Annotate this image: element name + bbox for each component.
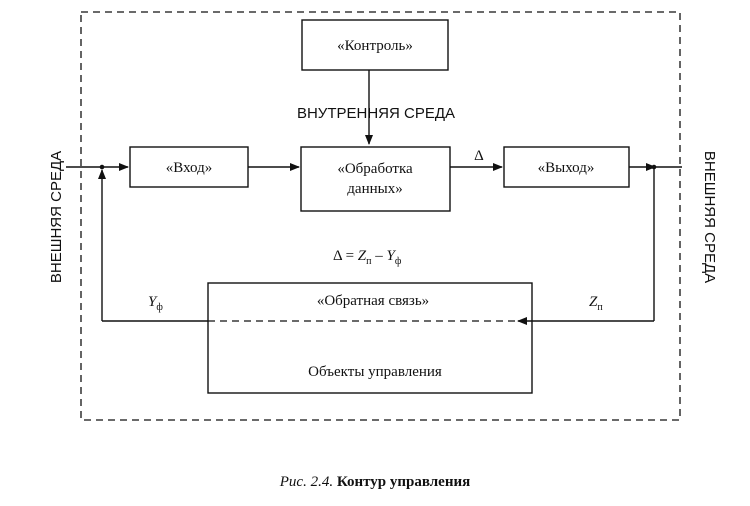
yf-sub: ф [156, 302, 163, 313]
internal-environment-border [80, 11, 681, 421]
control-objects-label: Объекты управления [308, 364, 442, 380]
processing-block [300, 146, 451, 212]
control-block-label: «Контроль» [337, 38, 413, 54]
processing-block-label-line2: данных» [347, 181, 402, 197]
yf-label: Yф [148, 294, 163, 313]
caption-title: Контур управления [333, 474, 470, 490]
output-block-label: «Выход» [538, 160, 595, 176]
formula-lhs: Δ = [333, 248, 358, 264]
delta-label: Δ [474, 148, 484, 164]
control-block [301, 19, 449, 71]
caption-prefix: Рис. 2.4. [279, 474, 333, 490]
output-block [503, 146, 630, 188]
figure-caption: Рис. 2.4. Контур управления [279, 474, 470, 490]
external-environment-right-label: ВНЕШНЯЯ СРЕДА [701, 151, 718, 283]
formula-minus: – [371, 248, 386, 264]
processing-block-label-line1: «Обработка [337, 161, 413, 177]
zn-sub: п [597, 302, 603, 313]
zn-letter: Z [589, 294, 598, 310]
feedback-block-label: «Обратная связь» [317, 293, 429, 309]
formula-y-sub: ф [395, 256, 402, 267]
input-junction-point [99, 164, 105, 170]
input-block [129, 146, 249, 188]
zn-label: Zп [589, 294, 603, 313]
control-objects-block [207, 282, 533, 394]
input-block-label: «Вход» [166, 160, 212, 176]
internal-environment-label: ВНУТРЕННЯЯ СРЕДА [297, 105, 455, 122]
yf-letter: Y [148, 294, 158, 310]
external-environment-left-label: ВНЕШНЯЯ СРЕДА [48, 151, 65, 283]
formula-z: Z [358, 248, 367, 264]
formula-y: Y [386, 248, 396, 264]
delta-formula: Δ = Zп – Yф [333, 248, 402, 267]
formula-z-sub: п [366, 256, 372, 267]
